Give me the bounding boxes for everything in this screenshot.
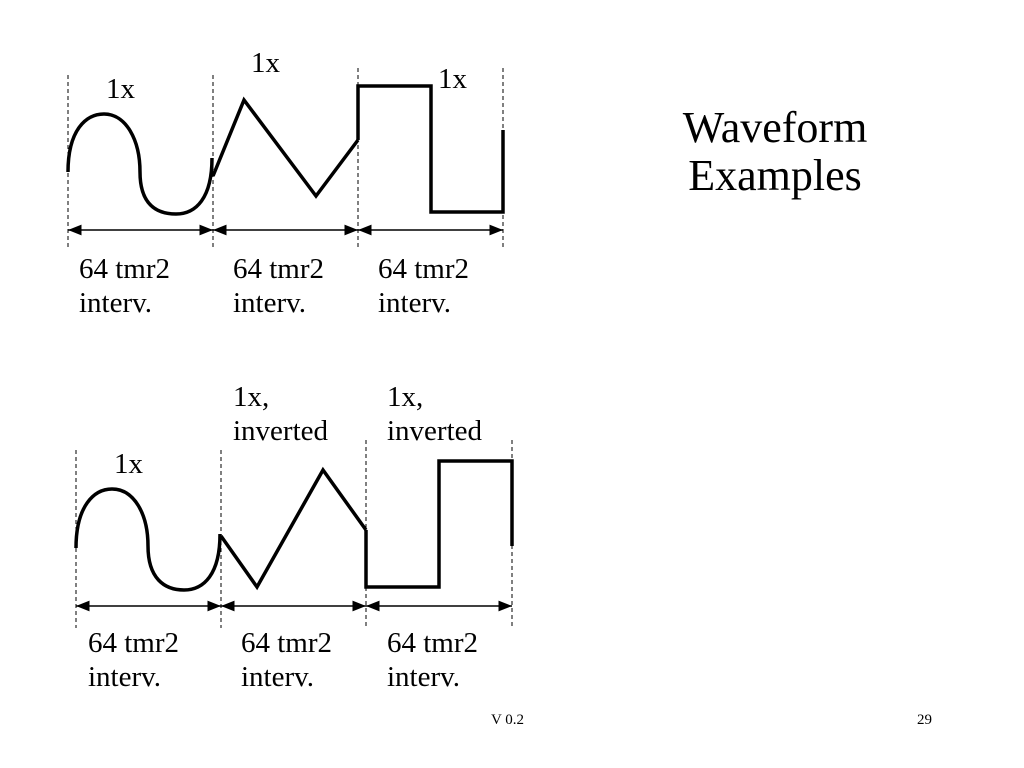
top-triangle-wave xyxy=(211,96,360,199)
amplitude-text: 1x, xyxy=(387,381,424,413)
title-line-2: Examples xyxy=(688,151,862,200)
bottom-square-wave xyxy=(364,459,514,589)
bottom-square-amplitude-label: 1x, inverted xyxy=(387,380,482,448)
interval-count: 64 tmr2 xyxy=(241,627,333,659)
bottom-interval-label-2: 64 tmr2 interv. xyxy=(241,626,332,694)
bottom-sine-amplitude-label: 1x xyxy=(114,448,143,480)
inverted-text: inverted xyxy=(233,415,329,447)
interval-count: 64 tmr2 xyxy=(79,253,171,285)
top-interval-label-3: 64 tmr2 interv. xyxy=(378,252,469,320)
interval-unit: interv. xyxy=(88,661,162,693)
top-triangle-amplitude-label: 1x xyxy=(251,47,280,79)
top-interval-label-2: 64 tmr2 interv. xyxy=(233,252,324,320)
top-square-wave xyxy=(356,84,505,214)
interval-unit: interv. xyxy=(378,287,452,319)
version-label: V 0.2 xyxy=(491,712,525,728)
interval-unit: interv. xyxy=(233,287,307,319)
page-number: 29 xyxy=(917,712,932,728)
bottom-triangle-amplitude-label: 1x, inverted xyxy=(233,380,328,448)
bottom-interval-label-1: 64 tmr2 interv. xyxy=(88,626,179,694)
interval-unit: interv. xyxy=(79,287,153,319)
slide-title: Waveform Examples xyxy=(640,104,910,200)
top-interval-label-1: 64 tmr2 interv. xyxy=(79,252,170,320)
interval-count: 64 tmr2 xyxy=(387,627,479,659)
interval-count: 64 tmr2 xyxy=(378,253,470,285)
amplitude-text: 1x, xyxy=(233,381,270,413)
title-line-1: Waveform xyxy=(682,103,868,152)
bottom-interval-label-3: 64 tmr2 interv. xyxy=(387,626,478,694)
bottom-triangle-wave xyxy=(219,466,368,591)
inverted-text: inverted xyxy=(387,415,483,447)
bottom-sine-wave xyxy=(74,487,222,592)
interval-unit: interv. xyxy=(387,661,461,693)
interval-count: 64 tmr2 xyxy=(233,253,325,285)
top-square-amplitude-label: 1x xyxy=(438,63,467,95)
top-sine-amplitude-label: 1x xyxy=(106,73,135,105)
interval-count: 64 tmr2 xyxy=(88,627,180,659)
top-sine-wave xyxy=(66,112,214,216)
interval-unit: interv. xyxy=(241,661,315,693)
